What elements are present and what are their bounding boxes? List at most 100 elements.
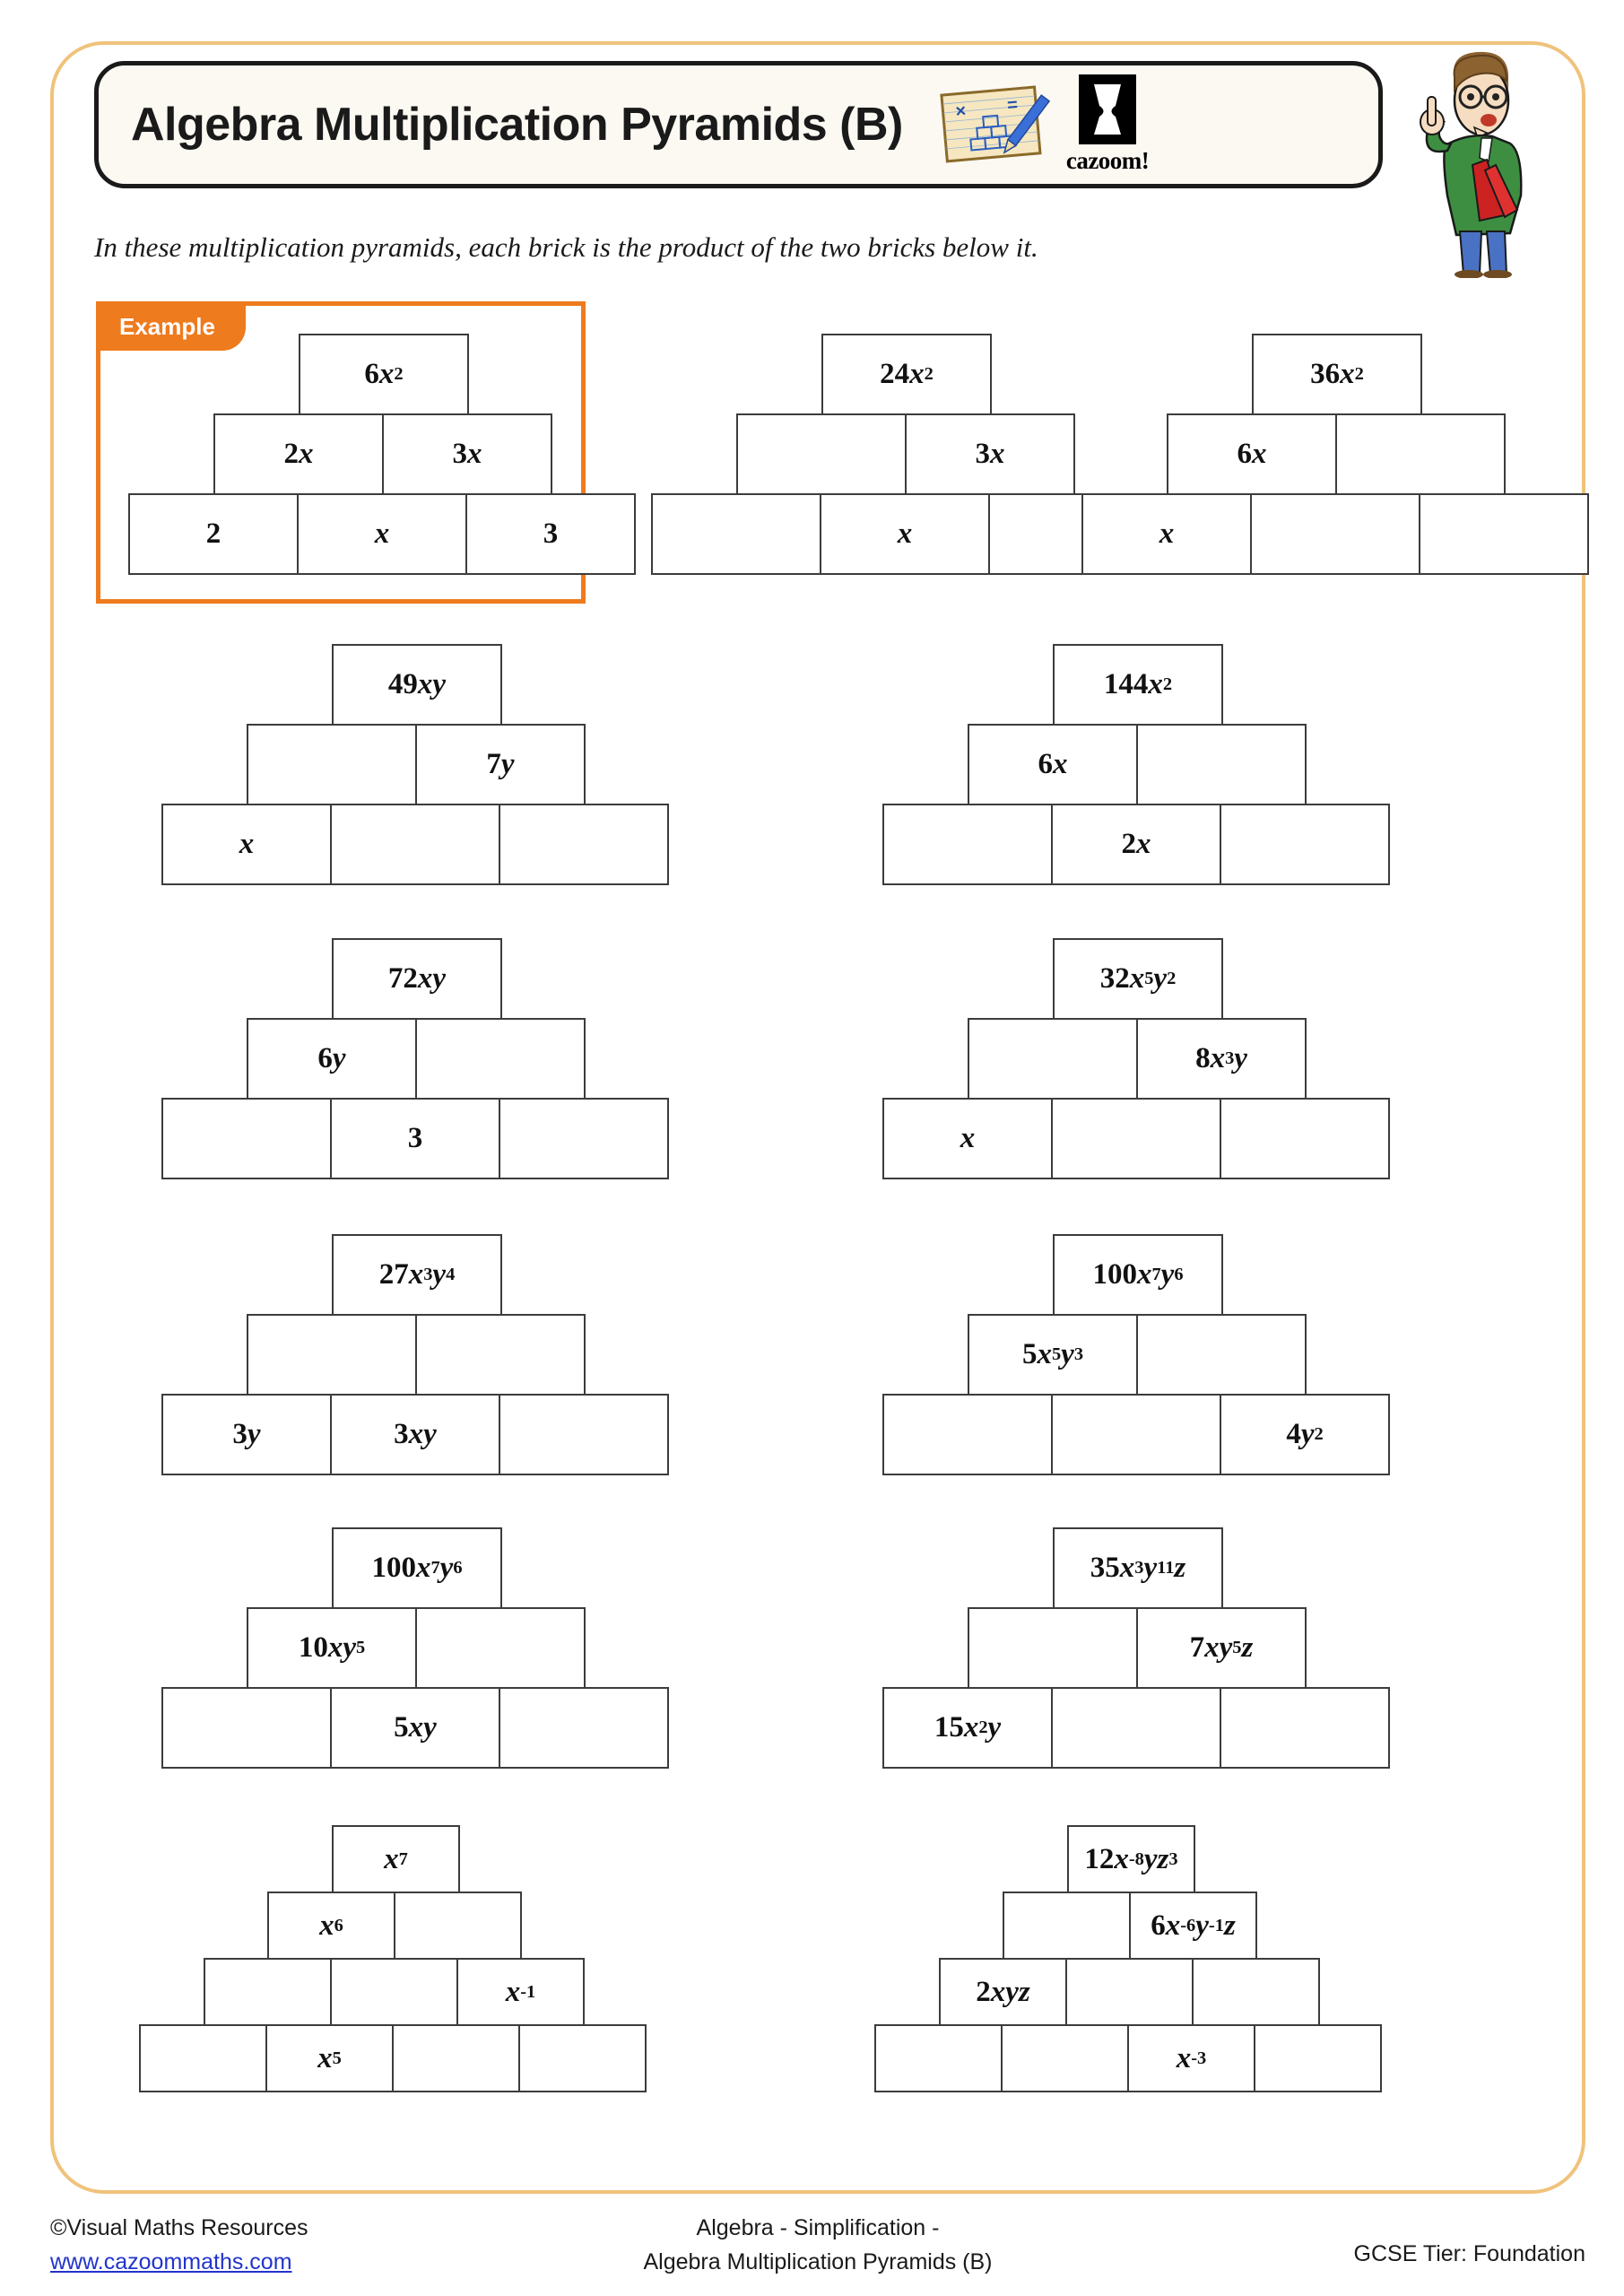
brick-empty[interactable] xyxy=(1220,1687,1390,1769)
brick-empty[interactable] xyxy=(415,1607,586,1689)
cazoom-logo: cazoom! xyxy=(1065,74,1150,175)
brick-empty[interactable] xyxy=(330,804,500,885)
brick-empty[interactable] xyxy=(1051,1394,1221,1475)
brick-empty[interactable] xyxy=(1136,724,1307,805)
brick-row: x xyxy=(1081,493,1589,575)
brick-empty[interactable] xyxy=(968,1018,1138,1100)
brick-empty[interactable] xyxy=(499,1394,669,1475)
brick-filled: 3 xyxy=(465,493,636,575)
brick-filled: 3 xyxy=(330,1098,500,1179)
brick-empty[interactable] xyxy=(330,1958,458,2026)
brick-empty[interactable] xyxy=(1001,2024,1129,2092)
brick-empty[interactable] xyxy=(968,1607,1138,1689)
brick-empty[interactable] xyxy=(161,1098,332,1179)
brick-empty[interactable] xyxy=(247,1314,417,1396)
brick-empty[interactable] xyxy=(204,1958,332,2026)
brick-empty[interactable] xyxy=(415,1018,586,1100)
brick-empty[interactable] xyxy=(651,493,821,575)
brick-empty[interactable] xyxy=(736,413,907,495)
brick-filled: x xyxy=(882,1098,1053,1179)
copyright-text: ©Visual Maths Resources xyxy=(50,2215,308,2240)
example-label: Example xyxy=(100,305,246,351)
brick-empty[interactable] xyxy=(394,1892,522,1960)
title-bar: Algebra Multiplication Pyramids (B) × = xyxy=(94,61,1383,188)
brick-empty[interactable] xyxy=(161,1687,332,1769)
brick-empty[interactable] xyxy=(1254,2024,1382,2092)
brick-empty[interactable] xyxy=(1136,1314,1307,1396)
brick-empty[interactable] xyxy=(1192,1958,1320,2026)
brick-empty[interactable] xyxy=(139,2024,267,2092)
brick-empty[interactable] xyxy=(1051,1098,1221,1179)
brick-empty[interactable] xyxy=(882,804,1053,885)
brick-empty[interactable] xyxy=(1051,1687,1221,1769)
cazoom-glass-icon xyxy=(1079,74,1137,144)
title-icon-group: × = xyxy=(937,74,1150,175)
brick-empty[interactable] xyxy=(518,2024,647,2092)
brick-filled: x-1 xyxy=(456,1958,585,2026)
footer-topic-line-2: Algebra Multiplication Pyramids (B) xyxy=(643,2248,993,2274)
brick-empty[interactable] xyxy=(499,1098,669,1179)
footer-topic-line-1: Algebra - Simplification - xyxy=(696,2215,940,2240)
brick-empty[interactable] xyxy=(247,724,417,805)
cazoom-wordmark: cazoom! xyxy=(1065,147,1150,174)
brick-empty[interactable] xyxy=(1335,413,1506,495)
brick-empty[interactable] xyxy=(882,1394,1053,1475)
brick-empty[interactable] xyxy=(392,2024,520,2092)
brick-empty[interactable] xyxy=(499,1687,669,1769)
brick-row: 3 xyxy=(161,1098,669,1179)
cazoommaths-link[interactable]: www.cazoommaths.com xyxy=(50,2248,292,2274)
brick-row: x xyxy=(882,1098,1390,1179)
brick-empty[interactable] xyxy=(499,804,669,885)
brick-empty[interactable] xyxy=(1065,1958,1194,2026)
brick-filled: x xyxy=(161,804,332,885)
brick-row: x xyxy=(161,804,669,885)
brick-empty[interactable] xyxy=(415,1314,586,1396)
brick-empty[interactable] xyxy=(1220,1098,1390,1179)
brick-empty[interactable] xyxy=(1419,493,1589,575)
brick-empty[interactable] xyxy=(1003,1892,1131,1960)
footer-left-block: ©Visual Maths Resources www.cazoommaths.… xyxy=(50,2212,308,2279)
brick-empty[interactable] xyxy=(1250,493,1420,575)
brick-filled: x-3 xyxy=(1127,2024,1255,2092)
brick-empty[interactable] xyxy=(1220,804,1390,885)
brick-empty[interactable] xyxy=(874,2024,1003,2092)
brick-filled: x xyxy=(820,493,990,575)
notepad-with-pencil-icon: × = xyxy=(937,82,1054,168)
